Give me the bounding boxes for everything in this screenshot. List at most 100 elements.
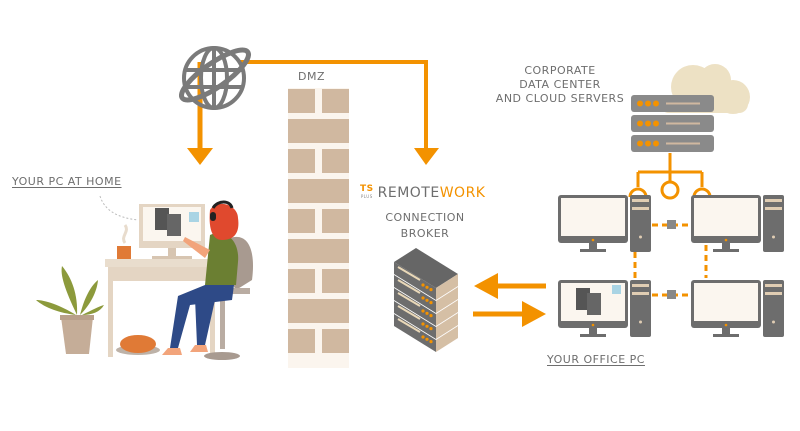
tower-button [639, 235, 642, 239]
power-led [591, 238, 595, 242]
monitor-neck [589, 243, 597, 250]
rack-unit-side [436, 326, 458, 352]
broker-label-line1: CONNECTION [385, 211, 465, 224]
brand-work: WORK [439, 185, 486, 201]
power-led [591, 323, 595, 327]
brick [322, 329, 349, 353]
rack-led [425, 285, 429, 289]
server-led [653, 120, 659, 127]
brick [288, 119, 349, 143]
rack-unit-side [436, 274, 458, 300]
datacenter-links [628, 153, 712, 200]
rack-unit-side [436, 300, 458, 326]
brick [322, 149, 349, 173]
brick [288, 179, 349, 203]
monitor-base [713, 249, 739, 252]
desktop-computer-icon [558, 195, 651, 252]
office-pc-label: YOUR OFFICE PC [547, 353, 645, 366]
internet-to-broker-arrow [240, 60, 439, 165]
plant-icon [36, 266, 104, 354]
desktop-computer-icon [691, 280, 784, 337]
globe-icon [179, 46, 251, 110]
tower [630, 195, 651, 252]
rack-led [429, 288, 433, 292]
desktop-computer-icon [558, 280, 651, 337]
dmz-label: DMZ [298, 70, 325, 83]
thought-line [99, 195, 139, 221]
office-to-broker-arrow [474, 273, 546, 299]
drive-bay [765, 292, 782, 295]
cat-icon [120, 335, 156, 353]
brick-wall-icon [288, 88, 349, 368]
rack-led [421, 296, 425, 300]
monitor-base [580, 249, 606, 252]
broker-to-office-arrow [473, 301, 546, 327]
monitor-screen [561, 198, 625, 236]
brick [288, 299, 349, 323]
datacenter-label: CORPORATE DATA CENTER AND CLOUD SERVERS [470, 64, 650, 106]
rack-slot [397, 279, 421, 294]
home-office-illustration [36, 200, 254, 360]
drive-bay [632, 199, 649, 202]
brand-remote: REMOTE [377, 185, 440, 201]
rack-led [425, 324, 429, 328]
rack-slot [397, 266, 421, 281]
server-led [645, 140, 651, 147]
document-icon [576, 288, 590, 310]
brick [322, 269, 349, 293]
rack-unit-side [436, 313, 458, 339]
app-icon [612, 285, 621, 294]
brick [288, 89, 315, 113]
rack-led [429, 301, 433, 305]
brick [288, 329, 315, 353]
document-icon [587, 293, 601, 315]
rack-led [425, 298, 429, 302]
tsplus-plus: PLUS [360, 194, 373, 199]
drive-bay [632, 292, 649, 295]
brick [288, 269, 315, 293]
rack-top [394, 248, 458, 288]
rack-led [429, 340, 433, 344]
rack-led [421, 309, 425, 313]
monitor-neck [722, 243, 730, 250]
rack-led [425, 337, 429, 341]
drive-bay [765, 199, 782, 202]
rack-slot [397, 318, 421, 333]
server-led [653, 100, 659, 107]
rack-unit-side [436, 287, 458, 313]
tsplus-ts: TS [360, 184, 374, 194]
server-led [637, 140, 643, 147]
home-pc-label: YOUR PC AT HOME [12, 175, 122, 188]
monitor-base [580, 334, 606, 337]
brick [322, 209, 349, 233]
rack-led [425, 311, 429, 315]
tower-button [772, 235, 775, 239]
broker-label: CONNECTION BROKER [365, 210, 485, 242]
datacenter-label-line3: AND CLOUD SERVERS [495, 92, 625, 105]
brick [288, 149, 315, 173]
server-rack-icon [394, 248, 458, 352]
brick [288, 209, 315, 233]
drive-bay [765, 284, 782, 287]
tower [763, 195, 784, 252]
datacenter-label-line1: CORPORATE [524, 64, 596, 77]
drive-bay [632, 207, 649, 210]
tower [630, 280, 651, 337]
switch-node [667, 290, 676, 299]
monitor-screen [694, 283, 758, 321]
rack-led [429, 314, 433, 318]
monitor-neck [722, 328, 730, 335]
monitor-base [713, 334, 739, 337]
person-illustration [162, 200, 239, 355]
monitor-screen [694, 198, 758, 236]
tower-button [772, 320, 775, 324]
tower-button [639, 320, 642, 324]
rack-slot [397, 305, 421, 320]
desk-top [105, 259, 235, 267]
server-led [637, 100, 643, 107]
power-led [724, 323, 728, 327]
tower [763, 280, 784, 337]
switch-node [667, 220, 676, 229]
